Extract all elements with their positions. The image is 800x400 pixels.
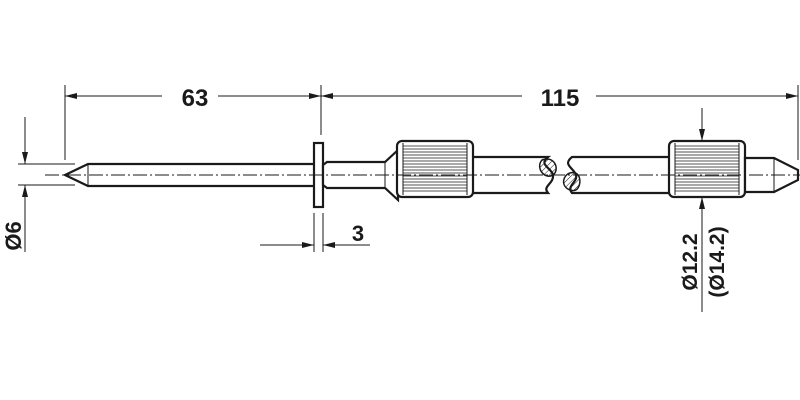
knurl-left — [395, 139, 475, 199]
dimension-total-length: 115 — [321, 85, 798, 112]
dim-63-label: 63 — [182, 85, 209, 112]
dimension-knurl-diameter: Ø12.2 (Ø14.2) — [679, 108, 729, 312]
dimension-pin-length: 63 — [65, 85, 321, 112]
dim-115-label: 115 — [541, 85, 580, 112]
knurl-right — [667, 139, 747, 199]
dim-3-label: 3 — [352, 221, 364, 246]
dim-diameter-12-2-label: Ø12.2 — [679, 233, 702, 290]
dimension-flange-thickness: 3 — [260, 221, 370, 248]
dim-diameter-14-2-label: (Ø14.2) — [706, 226, 729, 297]
dimension-pin-diameter: Ø6 — [1, 117, 28, 252]
dim-diameter-6-label: Ø6 — [1, 221, 26, 250]
